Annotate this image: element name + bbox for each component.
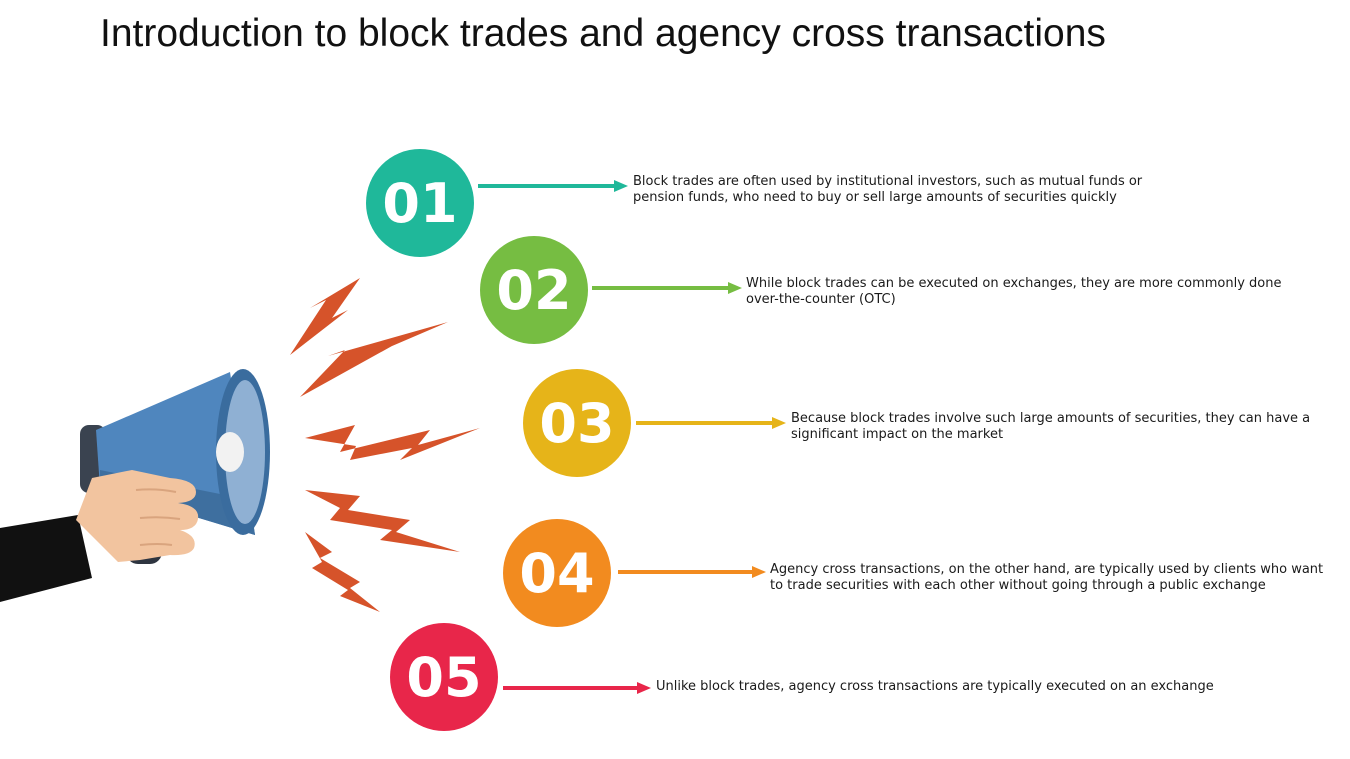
step-number: 03 [539,392,614,455]
description-line: to trade securities with each other with… [770,578,1266,593]
bolt-icon [305,425,480,460]
description-line: While block trades can be executed on ex… [746,276,1282,291]
description-line: Because block trades involve such large … [791,411,1311,426]
hand-lines [135,488,181,546]
page-title: Introduction to block trades and agency … [100,12,1106,55]
step-circle-01 [366,149,474,257]
megaphone-speaker [216,432,244,472]
megaphone-icon [0,369,270,602]
arrow-head-icon [772,417,786,429]
sound-bolts [290,278,480,612]
hand-shape [76,470,199,562]
bolt-icon [300,322,448,397]
step-description-02: While block trades can be executed on ex… [746,276,1282,308]
step-number: 01 [382,172,457,235]
description-line: significant impact on the market [791,427,1004,442]
arrow-head-icon [728,282,742,294]
step-description-01: Block trades are often used by instituti… [633,174,1142,206]
items-layer: 01 02 03 04 05 [366,149,786,731]
step-circle-05 [390,623,498,731]
description-line: Block trades are often used by instituti… [633,174,1143,189]
step-number: 05 [406,646,481,709]
step-description-05: Unlike block trades, agency cross transa… [656,679,1214,695]
arrow-head-icon [752,566,766,578]
step-circle-02 [480,236,588,344]
arrow-head-icon [614,180,628,192]
step-circle-04 [503,519,611,627]
sleeve-shape [0,515,92,602]
bolt-icon [305,532,380,612]
description-line: over-the-counter (OTC) [746,292,896,307]
description-line: Agency cross transactions, on the other … [770,562,1324,577]
arrow-head-icon [637,682,651,694]
step-number: 04 [519,542,594,605]
description-line: pension funds, who need to buy or sell l… [633,190,1117,205]
step-description-04: Agency cross transactions, on the other … [770,562,1323,594]
description-line: Unlike block trades, agency cross transa… [656,679,1214,694]
step-description-03: Because block trades involve such large … [791,411,1310,443]
bolt-icon [305,490,460,552]
megaphone-bell-inner [225,380,265,524]
bolt-icon [290,278,360,355]
step-number: 02 [496,259,571,322]
step-circle-03 [523,369,631,477]
